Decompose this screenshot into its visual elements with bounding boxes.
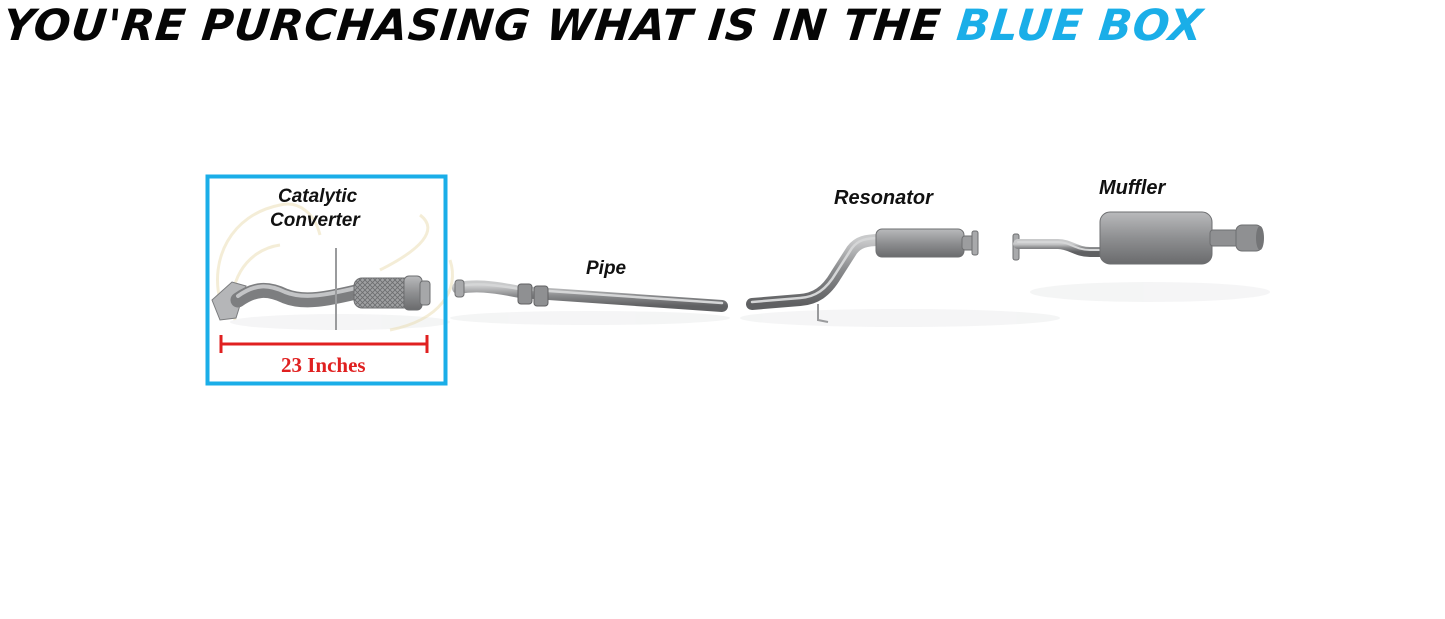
selection-box <box>205 174 448 386</box>
measurement-bar <box>219 335 429 353</box>
resonator-part <box>746 228 979 323</box>
ground-shadows <box>230 282 1270 330</box>
catalytic-converter-label-line2: Converter <box>270 210 360 231</box>
pipe-part <box>452 279 728 312</box>
pipe-label: Pipe <box>586 258 627 279</box>
catalytic-converter-label-line1: Catalytic <box>278 186 358 207</box>
catalytic-converter-part <box>211 248 431 330</box>
resonator-label: Resonator <box>834 187 933 209</box>
measurement-label: 23 Inches <box>281 353 366 377</box>
muffler-label: Muffler <box>1099 177 1166 199</box>
muffler-part <box>1012 211 1264 265</box>
